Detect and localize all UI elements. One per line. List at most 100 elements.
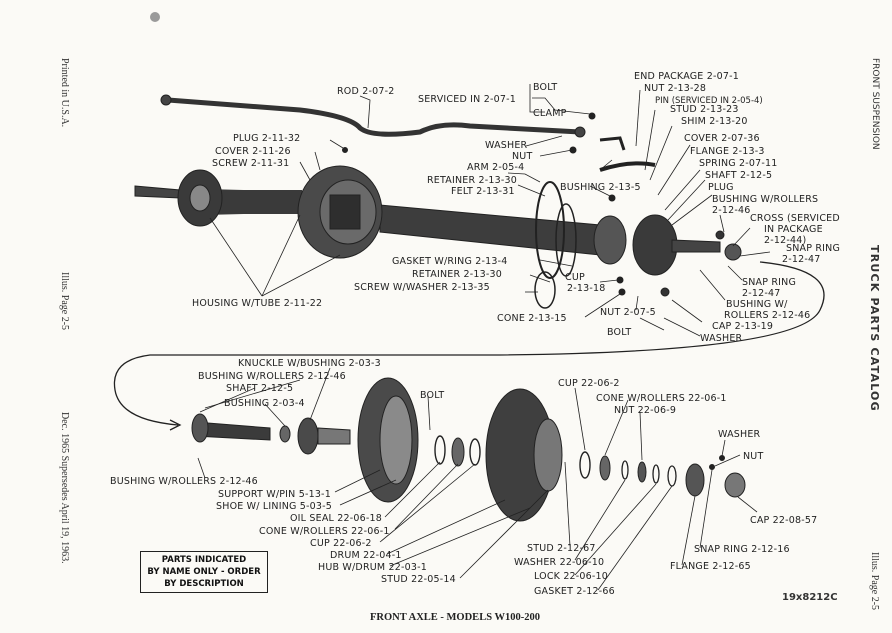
label-bolt-lower: BOLT xyxy=(420,390,444,401)
label-bushing-rollers-left: BUSHING W/ROLLERS 2-12-46 xyxy=(198,371,346,382)
label-cap-22-08-57: CAP 22-08-57 xyxy=(750,515,817,526)
axle-tube-left-fill xyxy=(210,190,302,214)
label-bushing-2-13-5: BUSHING 2-13-5 xyxy=(560,182,641,193)
label-nut-right: NUT xyxy=(743,451,763,462)
label-screw-2-11-31: SCREW 2-11-31 xyxy=(212,158,289,169)
label-snap-ring-b-no: 2-12-47 xyxy=(742,288,780,299)
label-clamp: CLAMP xyxy=(533,108,567,119)
part-labels: ROD 2-07-2 SERVICED IN 2-07-1 BOLT CLAMP… xyxy=(110,71,840,597)
label-pin: PIN (SERVICED IN 2-05-4) xyxy=(655,96,763,106)
label-flange-2-12-65: FLANGE 2-12-65 xyxy=(670,561,751,572)
left-knuckle-center xyxy=(189,184,211,212)
label-bolt-mid: BOLT xyxy=(607,327,631,338)
universal-joint-cross xyxy=(724,243,742,261)
differential-cover-plate xyxy=(329,194,361,230)
label-washer-mid: WASHER xyxy=(700,333,743,344)
brake-shoe xyxy=(379,395,413,485)
label-arm: ARM 2-05-4 xyxy=(467,162,524,173)
label-stud-2-12-67: STUD 2-12-67 xyxy=(527,543,596,554)
label-plug-top: PLUG xyxy=(708,182,734,193)
label-bolt-top: BOLT xyxy=(533,82,557,93)
connector-arrow xyxy=(169,419,182,431)
cone-part xyxy=(618,288,626,296)
label-bushing-w: BUSHING W/ xyxy=(726,299,788,310)
label-gasket-w-ring: GASKET W/RING 2-13-4 xyxy=(392,256,507,267)
label-washer-top: WASHER xyxy=(485,140,528,151)
tie-rod-end-ball xyxy=(599,136,626,151)
label-serviced-in: SERVICED IN 2-07-1 xyxy=(418,94,516,105)
seal-ring-large xyxy=(535,181,565,279)
inner-cup xyxy=(469,438,481,466)
label-snap-ring-2-12-16: SNAP RING 2-12-16 xyxy=(694,544,790,555)
label-gasket-2-12-66: GASKET 2-12-66 xyxy=(534,586,615,597)
connector-curve xyxy=(113,261,825,426)
lower-spindle xyxy=(317,427,351,445)
label-flange-2-13-3: FLANGE 2-13-3 xyxy=(690,146,765,157)
snap-ring-part xyxy=(709,464,715,470)
label-rod: ROD 2-07-2 xyxy=(337,86,394,97)
label-washer-right: WASHER xyxy=(718,429,761,440)
label-oil-seal: OIL SEAL 22-06-18 xyxy=(290,513,382,524)
lower-bushing xyxy=(279,425,291,443)
label-snap-ring-b: SNAP RING xyxy=(742,277,796,288)
label-bushing-2-03-4: BUSHING 2-03-4 xyxy=(224,398,305,409)
label-end-package: END PACKAGE 2-07-1 xyxy=(634,71,739,82)
plug-part xyxy=(342,147,348,153)
notice-line-3: BY DESCRIPTION xyxy=(164,579,244,589)
left-axle-shaft xyxy=(134,185,181,199)
label-cup-2-13-18-no: 2-13-18 xyxy=(567,283,605,294)
oil-seal xyxy=(434,435,446,465)
steering-arm xyxy=(599,161,656,172)
figure-number: 19x8212C xyxy=(782,592,838,603)
outer-cup xyxy=(579,451,591,479)
seal-ring-small xyxy=(555,203,577,277)
label-cone-rollers: CONE W/ROLLERS 22-06-1 xyxy=(596,393,727,404)
label-nut-top: NUT xyxy=(512,151,532,162)
label-cover-2-07-36: COVER 2-07-36 xyxy=(684,133,760,144)
leader-lines-lower xyxy=(197,367,758,591)
lower-knuckle-flange xyxy=(297,417,319,455)
label-washer-22-06-10: WASHER 22-06-10 xyxy=(514,557,604,568)
label-knuckle: KNUCKLE W/BUSHING 2-03-3 xyxy=(238,358,381,369)
label-bushing-rollers-bottom: BUSHING W/ROLLERS 2-12-46 xyxy=(110,476,258,487)
label-lock-22-06-10: LOCK 22-06-10 xyxy=(534,571,608,582)
label-nut-2-13-28: NUT 2-13-28 xyxy=(644,83,706,94)
label-snap-ring-a: SNAP RING xyxy=(786,243,840,254)
right-knuckle xyxy=(632,214,678,276)
label-plug-2-11-32: PLUG 2-11-32 xyxy=(233,133,300,144)
label-support: SUPPORT W/PIN 5-13-1 xyxy=(218,489,331,500)
notice-line-1: PARTS INDICATED xyxy=(161,555,247,565)
lower-yoke xyxy=(191,413,209,443)
spindle-washer xyxy=(621,460,629,480)
drum-hub xyxy=(533,418,563,492)
drive-flange xyxy=(685,463,705,497)
gasket xyxy=(667,465,677,487)
washer-small-part xyxy=(719,455,725,461)
spindle-nut xyxy=(637,461,647,483)
label-retainer-top: RETAINER 2-13-30 xyxy=(427,175,517,186)
right-tube-flange xyxy=(593,215,627,265)
label-cone-rollers-left: CONE W/ROLLERS 22-06-1 xyxy=(259,526,390,537)
leader-lines xyxy=(209,84,771,337)
axle-tube-right xyxy=(379,204,601,256)
label-stud-2-13-23: STUD 2-13-23 xyxy=(670,104,739,115)
label-screw-w-washer: SCREW W/WASHER 2-13-35 xyxy=(354,282,490,293)
label-cone-2-13-15: CONE 2-13-15 xyxy=(497,313,567,324)
right-axle-shaft xyxy=(671,239,721,253)
label-nut-22-06-9: NUT 22-06-9 xyxy=(614,405,676,416)
bolt-part xyxy=(588,112,596,120)
label-cross-2: IN PACKAGE xyxy=(764,224,823,235)
label-cup-left: CUP 22-06-2 xyxy=(310,538,372,549)
label-drum: DRUM 22-04-1 xyxy=(330,550,402,561)
inner-cone-rollers xyxy=(451,437,465,467)
label-housing: HOUSING W/TUBE 2-11-22 xyxy=(192,298,322,309)
label-shim: SHIM 2-13-20 xyxy=(681,116,748,127)
margin-front-suspension: FRONT SUSPENSION xyxy=(870,58,880,150)
label-cup-22-06-2: CUP 22-06-2 xyxy=(558,378,620,389)
margin-printed-in: Printed in U.S.A. xyxy=(59,58,70,128)
tie-rod-end-right xyxy=(574,126,586,138)
label-stud-22-05-14: STUD 22-05-14 xyxy=(381,574,456,585)
label-spring: SPRING 2-07-11 xyxy=(699,158,778,169)
bushing-rollers-part xyxy=(715,230,725,240)
